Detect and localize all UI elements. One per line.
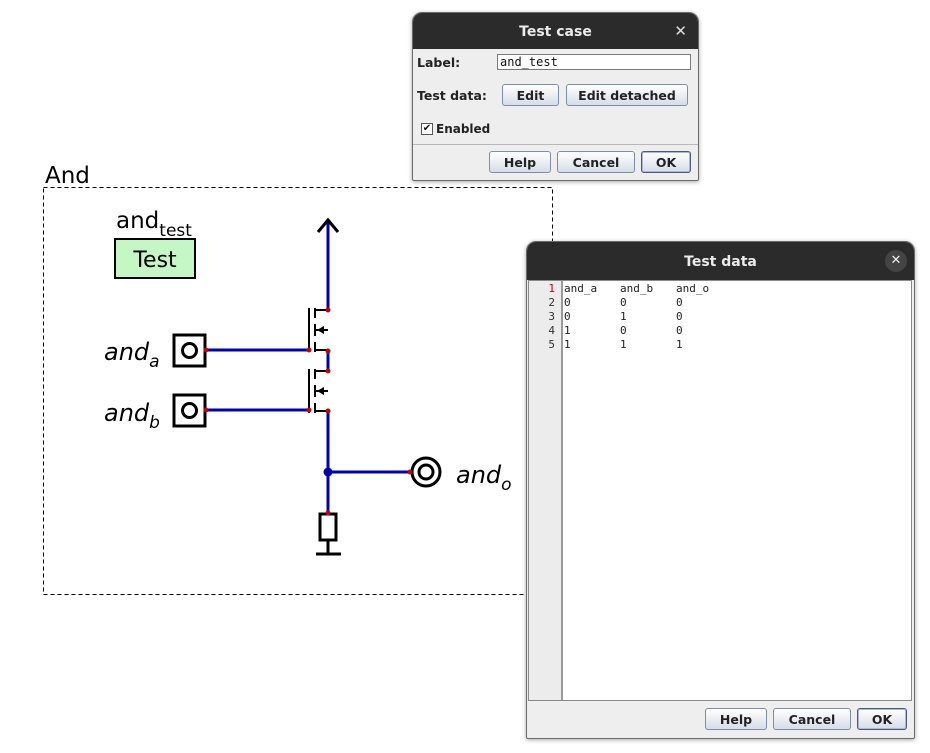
vdd-supply-icon[interactable]: [316, 217, 340, 233]
ok-button[interactable]: OK: [641, 151, 691, 173]
group-frame[interactable]: [43, 187, 553, 595]
line-number: 4: [548, 324, 555, 337]
code-cell: 0: [620, 324, 627, 337]
code-cell: 0: [564, 296, 571, 309]
test-data-titlebar[interactable]: Test data ✕: [527, 242, 914, 280]
testcase-component-text: Test: [132, 248, 177, 273]
test-case-dialog: Test case ✕ Label: Test data: Edit Edit …: [412, 12, 699, 181]
enabled-checkbox[interactable]: ✔: [421, 123, 433, 135]
pmos-transistor-a[interactable]: [308, 308, 328, 352]
output-pin-and-o[interactable]: [410, 456, 442, 488]
group-label: And: [45, 163, 90, 189]
ok-button[interactable]: OK: [857, 708, 907, 730]
code-cell: and_o: [676, 282, 710, 295]
close-icon[interactable]: ✕: [674, 22, 687, 40]
line-number: 3: [548, 310, 555, 323]
input-label-and-b: andb: [104, 399, 160, 433]
help-button[interactable]: Help: [705, 708, 767, 730]
code-cell: and_b: [620, 282, 654, 295]
label-input[interactable]: [497, 54, 691, 70]
test-data-caption: Test data:: [417, 88, 487, 103]
code-cell: 0: [676, 324, 683, 337]
enabled-label: Enabled: [436, 122, 491, 136]
code-cell: 0: [620, 296, 627, 309]
code-cell: 0: [564, 310, 571, 323]
code-cell: 0: [676, 310, 683, 323]
line-number: 5: [548, 338, 555, 351]
line-number-gutter: [529, 281, 563, 700]
code-cell: 1: [564, 338, 571, 351]
connection-points: [203, 307, 413, 516]
input-label-and-a: anda: [104, 338, 160, 372]
testcase-component[interactable]: [114, 238, 196, 279]
input-pin-and-a[interactable]: [172, 333, 207, 368]
output-label-and-o: ando: [456, 461, 512, 495]
code-cell: and_a: [564, 282, 598, 295]
code-cell: 1: [620, 338, 627, 351]
edit-button[interactable]: Edit: [502, 84, 559, 106]
help-button[interactable]: Help: [489, 151, 551, 173]
input-pin-and-b[interactable]: [172, 393, 207, 428]
test-case-title: Test case: [519, 24, 592, 40]
line-number: 1: [548, 282, 555, 295]
cancel-button[interactable]: Cancel: [773, 708, 851, 730]
test-case-separator: [413, 144, 698, 145]
pmos-transistor-b[interactable]: [308, 369, 328, 413]
code-cell: 1: [620, 310, 627, 323]
testcase-component-label: andtest: [116, 208, 192, 241]
junction-dot: [323, 467, 333, 477]
close-icon[interactable]: ✕: [885, 250, 907, 272]
edit-detached-button[interactable]: Edit detached: [566, 84, 688, 106]
code-cell: 1: [564, 324, 571, 337]
test-data-title: Test data: [684, 254, 757, 270]
wires: [206, 222, 410, 513]
test-case-titlebar[interactable]: Test case ✕: [413, 13, 698, 49]
code-cell: 1: [676, 338, 683, 351]
code-cell: 0: [676, 296, 683, 309]
label-caption: Label:: [417, 55, 461, 70]
line-number: 2: [548, 296, 555, 309]
pulldown-resistor[interactable]: [316, 512, 341, 556]
cancel-button[interactable]: Cancel: [557, 151, 635, 173]
